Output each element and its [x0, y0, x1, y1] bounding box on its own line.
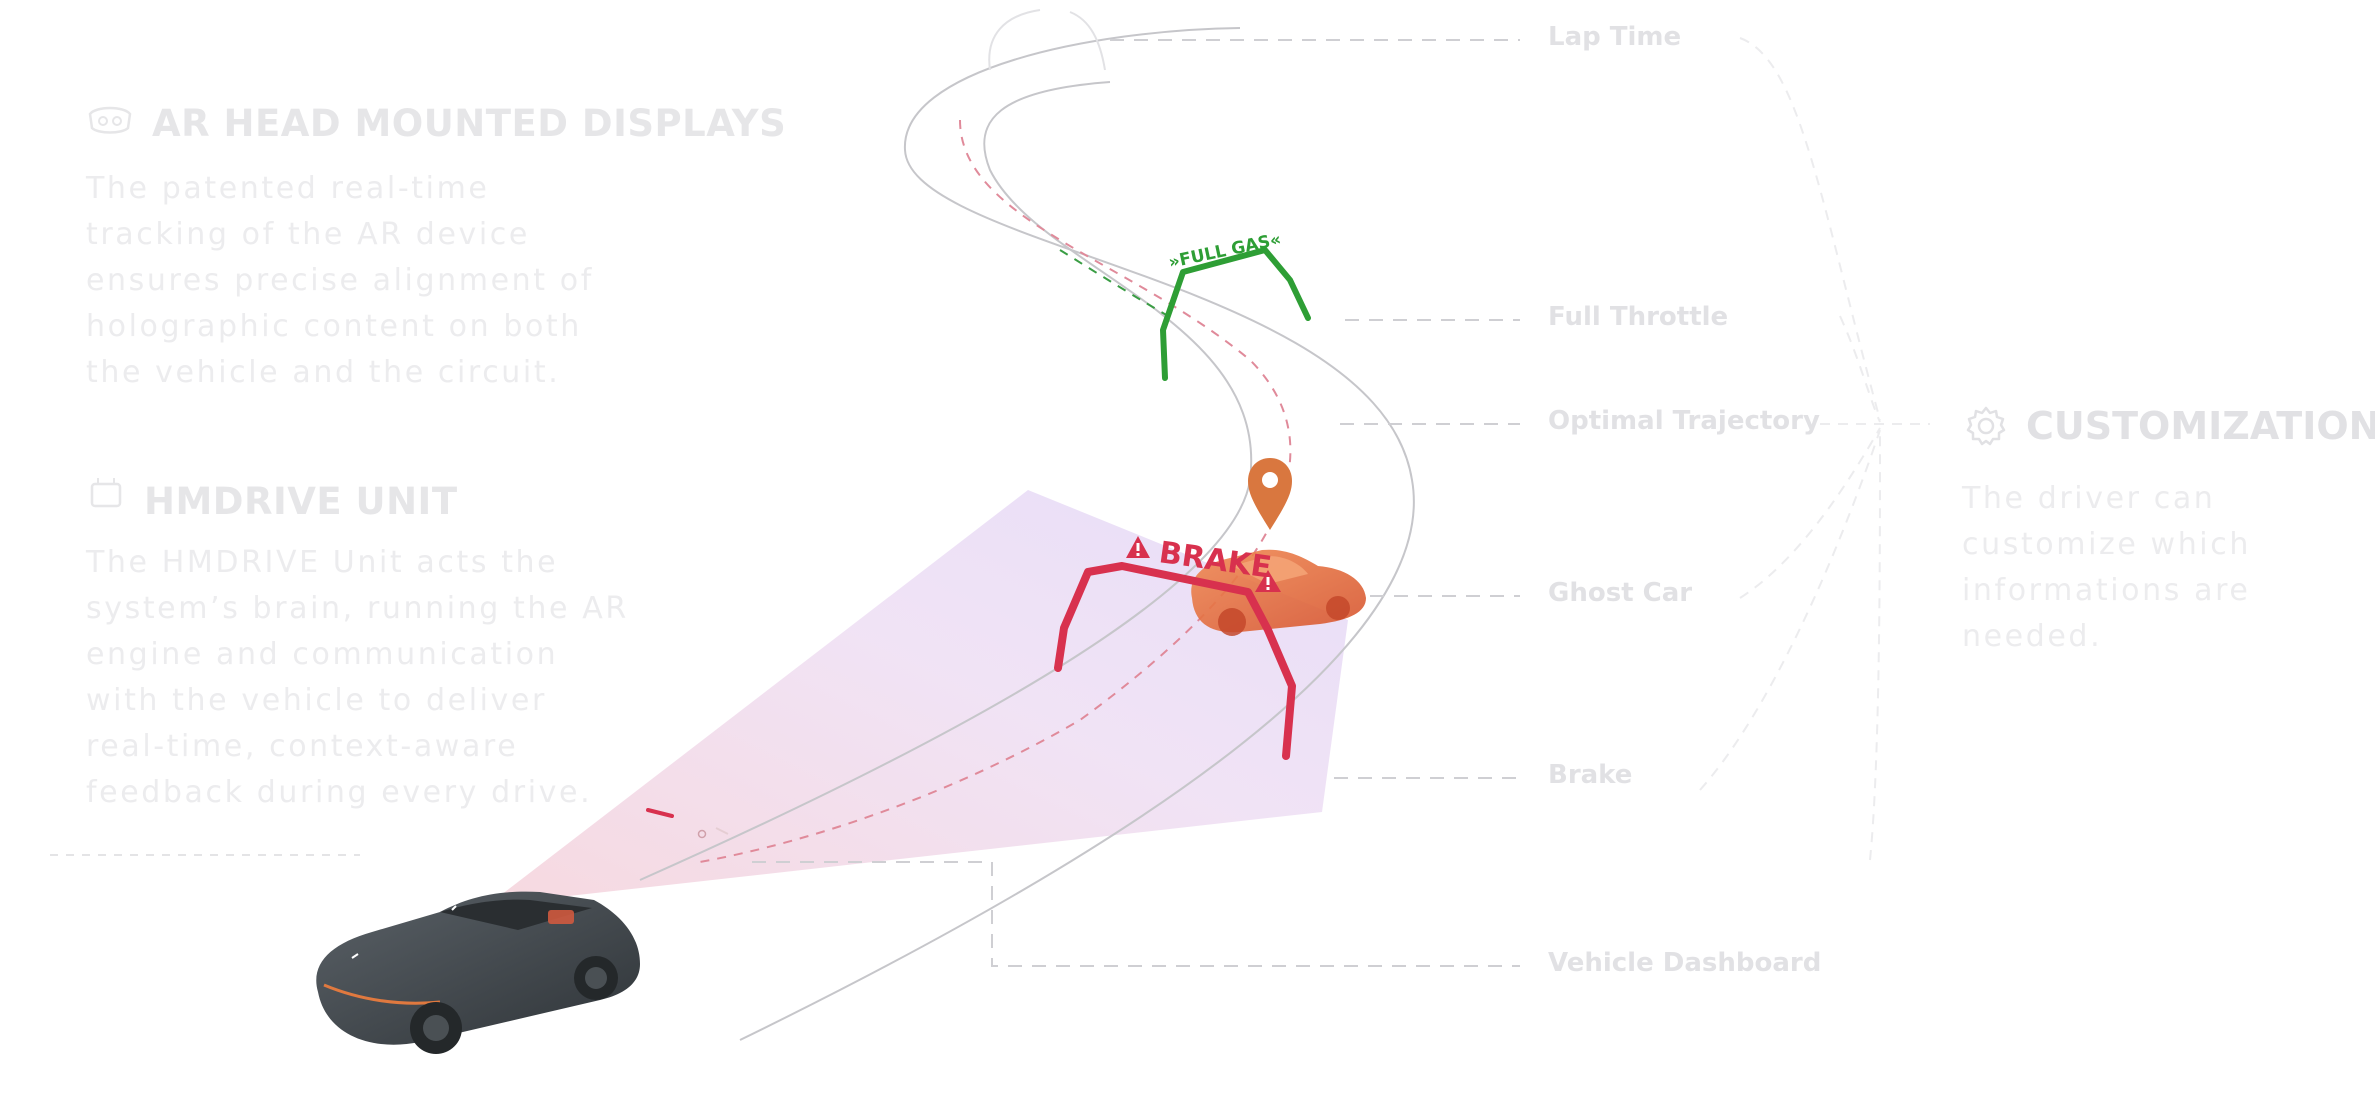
optimal-trajectory-green-segment — [1059, 249, 1176, 321]
vehicle-dashboard-leader — [752, 861, 1520, 967]
ar-hmd-title: AR HEAD MOUNTED DISPLAYS — [152, 102, 787, 145]
callout-ghost-car: Ghost Car — [1548, 578, 1693, 608]
hmdrive-line: with the vehicle to deliver — [86, 683, 547, 718]
warning-triangle-icon — [1126, 536, 1150, 558]
track-inner-edge — [639, 81, 1253, 881]
hud-faint-tick — [715, 827, 729, 835]
hmdrive-line: feedback during every drive. — [86, 775, 593, 810]
gear-icon — [1966, 406, 2006, 446]
callout-leader-lines — [752, 39, 1520, 967]
hmdrive-line: The HMDRIVE Unit acts the — [86, 545, 559, 580]
location-pin-icon — [1248, 458, 1292, 530]
callout-vehicle-dashboard: Vehicle Dashboard — [1548, 948, 1822, 978]
ar-hmd-line: ensures precise alignment of — [86, 263, 594, 298]
full-gas-gate — [1160, 247, 1311, 381]
hmdrive-description: The HMDRIVE Unit acts the system’s brain… — [86, 540, 629, 816]
ar-hmd-line: tracking of the AR device — [86, 217, 530, 252]
brake-gate — [1054, 562, 1296, 760]
porsche-car — [316, 891, 640, 1054]
customization-title: CUSTOMIZATION — [2026, 404, 2375, 448]
customization-line: needed. — [1962, 619, 2103, 654]
callout-lap-time: Lap Time — [1548, 22, 1682, 52]
ar-hmd-line: holographic content on both — [86, 309, 582, 344]
hmdrive-line: engine and communication — [86, 637, 559, 672]
callout-optimal-trajectory: Optimal Trajectory — [1548, 406, 1820, 436]
hmdrive-unit-icon — [90, 478, 122, 508]
hmdrive-line: system’s brain, running the AR — [86, 591, 629, 626]
ar-hmd-line: the vehicle and the circuit. — [86, 355, 561, 390]
track-outer-edge — [739, 27, 1415, 1041]
callout-full-throttle: Full Throttle — [1548, 302, 1729, 332]
hmdrive-title: HMDRIVE UNIT — [144, 480, 458, 523]
ar-hmd-description: The patented real-time tracking of the A… — [86, 166, 594, 396]
customization-line: informations are — [1962, 573, 2251, 608]
hud-red-dash — [646, 808, 674, 818]
hmdrive-line: real-time, context-aware — [86, 729, 519, 764]
hud-dot — [697, 829, 707, 839]
callout-brake: Brake — [1548, 760, 1633, 790]
ar-hmd-line: The patented real-time — [86, 171, 490, 206]
ar-projection-cone — [488, 490, 1348, 905]
track-faint-lines — [988, 9, 1106, 71]
warning-triangle-icon — [1255, 570, 1281, 592]
ar-headset-icon — [88, 106, 132, 134]
customization-line: The driver can — [1962, 481, 2216, 516]
customization-description: The driver can customize which informati… — [1962, 476, 2251, 660]
full-gas-label: »FULL GAS« — [1167, 230, 1283, 273]
customization-line: customize which — [1962, 527, 2251, 562]
customization-connectors — [1699, 37, 1930, 861]
